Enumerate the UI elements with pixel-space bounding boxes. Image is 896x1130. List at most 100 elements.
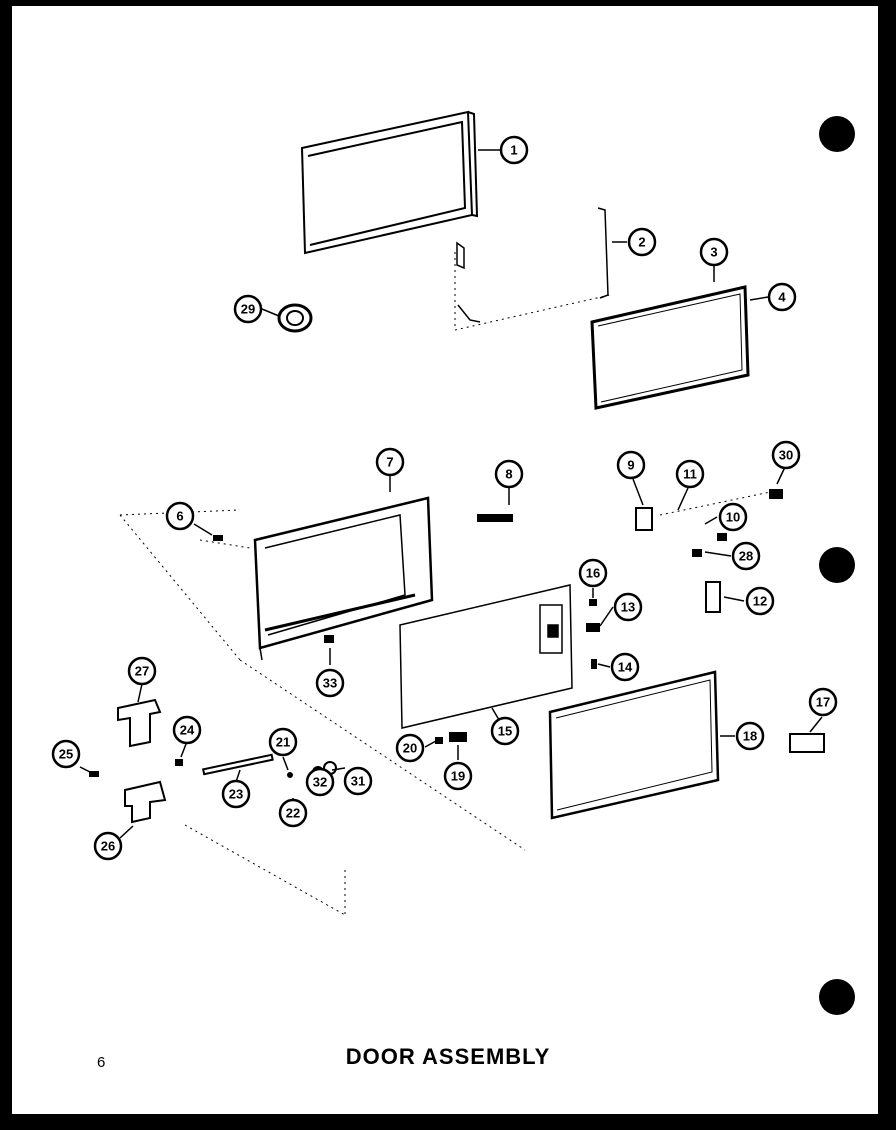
callout-label: 10 (726, 510, 740, 525)
callout-bubbles: 1234678910111213141516171819202122232425… (51, 135, 838, 861)
leader-lines (79, 149, 823, 839)
part-30-bolt (769, 489, 783, 499)
callout-30: 30 (771, 440, 801, 470)
callout-circle (718, 502, 748, 532)
part-28-spacer (692, 549, 702, 557)
part-2-frame (456, 207, 609, 323)
callout-1: 1 (499, 135, 529, 165)
part-15-door-liner (399, 584, 573, 729)
callout-circle (127, 656, 157, 686)
callout-9: 9 (616, 450, 646, 480)
binder-hole-top (819, 116, 855, 152)
callout-label: 30 (779, 448, 793, 463)
callout-label: 29 (241, 302, 255, 317)
callout-circle (315, 668, 345, 698)
part-3-4-outer-panel (590, 285, 750, 410)
part-26-lower-hinge (124, 780, 167, 824)
callout-circle (616, 450, 646, 480)
binder-hole-bottom (819, 979, 855, 1015)
callout-circle (735, 721, 765, 751)
callout-label: 26 (101, 839, 115, 854)
callout-circle (165, 501, 195, 531)
callout-22: 22 (278, 798, 308, 828)
assembly-guide-lines (119, 252, 781, 916)
callout-circle (627, 227, 657, 257)
callout-label: 9 (627, 458, 634, 473)
callout-label: 3 (710, 245, 717, 260)
callout-20: 20 (395, 733, 425, 763)
part-25-screw (89, 771, 99, 777)
part-13-clip (586, 623, 600, 632)
part-21-screw (287, 772, 293, 778)
callout-7: 7 (375, 447, 405, 477)
callout-8: 8 (494, 459, 524, 489)
callout-27: 27 (127, 656, 157, 686)
callout-circle (395, 733, 425, 763)
callout-21: 21 (268, 727, 298, 757)
page-title: DOOR ASSEMBLY (345, 1044, 551, 1069)
callout-label: 25 (59, 747, 73, 762)
callout-label: 17 (816, 695, 830, 710)
callout-4: 4 (767, 282, 797, 312)
callout-label: 1 (510, 143, 517, 158)
binder-holes (819, 116, 855, 1015)
callout-label: 15 (498, 724, 512, 739)
callout-circle (771, 440, 801, 470)
callout-circle (610, 652, 640, 682)
callout-circle (494, 459, 524, 489)
callout-17: 17 (808, 687, 838, 717)
callout-label: 7 (386, 455, 393, 470)
callout-16: 16 (578, 558, 608, 588)
callout-label: 33 (323, 676, 337, 691)
part-24-pin (175, 759, 183, 766)
part-12-bracket (705, 581, 721, 613)
part-1-inner-panel (300, 110, 479, 255)
part-16-screw (589, 599, 597, 606)
callout-label: 2 (638, 235, 645, 250)
callout-26: 26 (93, 831, 123, 861)
callout-label: 14 (618, 660, 633, 675)
part-33-screw (324, 635, 334, 643)
callout-circle (578, 558, 608, 588)
callout-label: 16 (586, 566, 600, 581)
part-7-door-frame (253, 496, 434, 661)
callout-label: 32 (313, 775, 327, 790)
callout-24: 24 (172, 715, 202, 745)
callout-circle (745, 586, 775, 616)
callout-circle (499, 135, 529, 165)
callout-circle (767, 282, 797, 312)
hinges (117, 698, 167, 824)
callout-label: 4 (778, 290, 786, 305)
callout-3: 3 (699, 237, 729, 267)
callout-circle (490, 716, 520, 746)
callout-circle (443, 761, 473, 791)
callout-label: 11 (683, 467, 697, 482)
part-19-clip (449, 732, 467, 742)
callout-label: 24 (180, 723, 195, 738)
callout-14: 14 (610, 652, 640, 682)
callout-circle (221, 779, 251, 809)
part-27-upper-hinge (117, 698, 162, 748)
callout-13: 13 (613, 592, 643, 622)
callout-circle (375, 447, 405, 477)
callout-label: 13 (621, 600, 635, 615)
callout-25: 25 (51, 739, 81, 769)
callout-label: 23 (229, 787, 243, 802)
callout-23: 23 (221, 779, 251, 809)
callout-circle (233, 294, 263, 324)
callout-33: 33 (315, 668, 345, 698)
part-9-latch (635, 507, 653, 531)
callout-circle (613, 592, 643, 622)
callout-circle (808, 687, 838, 717)
part-8-bar (477, 514, 513, 522)
callout-18: 18 (735, 721, 765, 751)
callout-circle (93, 831, 123, 861)
part-18-panel (548, 670, 720, 820)
callout-label: 28 (739, 549, 753, 564)
callout-label: 18 (743, 729, 757, 744)
callout-circle (268, 727, 298, 757)
callout-15: 15 (490, 716, 520, 746)
callout-10: 10 (718, 502, 748, 532)
callout-12: 12 (745, 586, 775, 616)
callout-28: 28 (731, 541, 761, 571)
